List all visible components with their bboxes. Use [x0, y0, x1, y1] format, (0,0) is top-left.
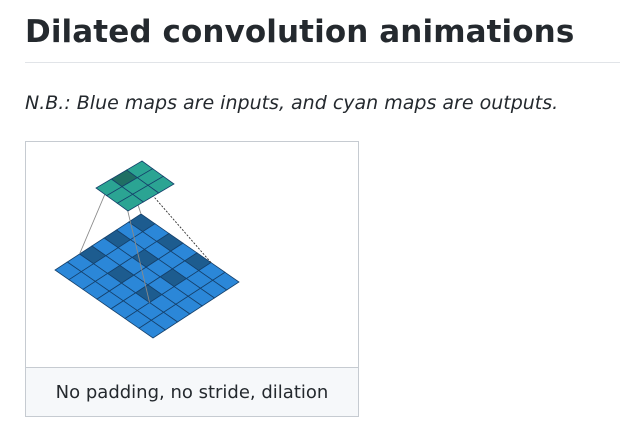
output-map-cell [116, 193, 145, 212]
animation-table: No padding, no stride, dilation [25, 141, 359, 417]
caption-cell: No padding, no stride, dilation [26, 367, 358, 416]
animation-caption: No padding, no stride, dilation [55, 382, 329, 403]
legend-note: N.B.: Blue maps are inputs, and cyan map… [25, 92, 559, 114]
output-map [95, 160, 175, 212]
projection-line [136, 177, 212, 263]
input-map [54, 213, 240, 339]
page-heading: Dilated convolution animations [25, 14, 575, 50]
heading-divider [25, 62, 620, 63]
input-map-cell [138, 319, 167, 339]
dilated-convolution-animation [54, 160, 240, 339]
animation-cell [26, 142, 358, 367]
